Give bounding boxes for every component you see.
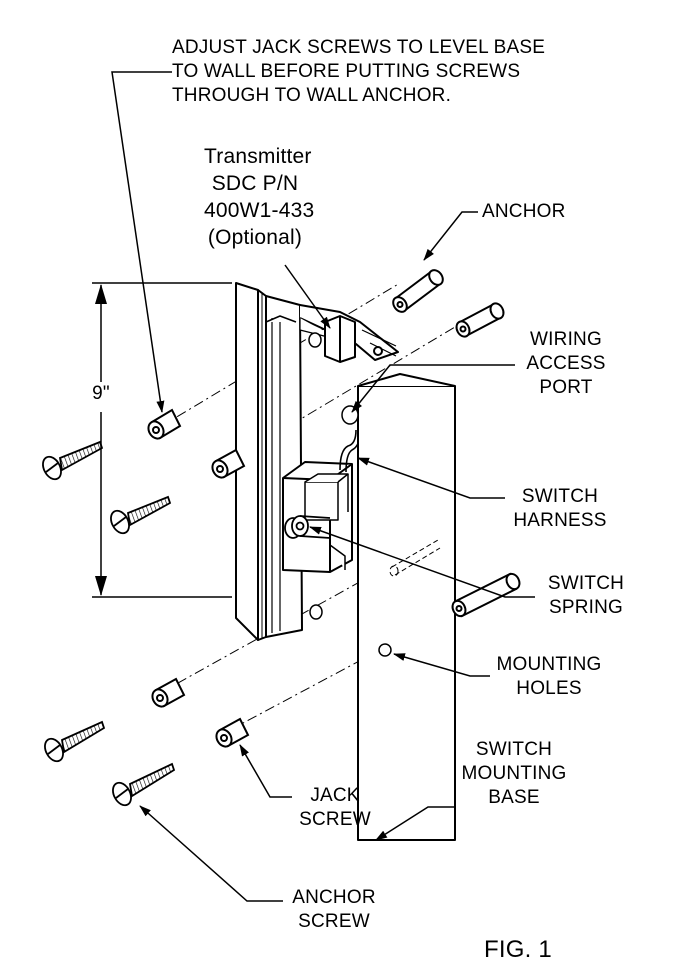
jack-screw-label: JACK SCREW — [299, 785, 371, 830]
figure-label: FIG. 1 — [484, 936, 552, 963]
transmitter-label: Transmitter SDC P/N 400W1-433 (Optional) — [204, 145, 315, 249]
mounting-holes-label: MOUNTING HOLES — [496, 654, 602, 699]
anchor-screw-1 — [39, 442, 102, 482]
extrusion-holes — [309, 333, 322, 619]
anchor-bottom — [450, 572, 522, 619]
dimension-label: 9" — [80, 382, 122, 406]
transmitter-box — [325, 316, 396, 362]
switch-spring-part — [285, 516, 330, 538]
anchor-screw-2 — [107, 497, 170, 536]
switch-mounting-base — [358, 374, 455, 840]
jack-screw-2 — [209, 450, 244, 480]
anchor-screw-3 — [41, 722, 104, 764]
anchor-top-2 — [454, 301, 506, 339]
jack-screw-1 — [145, 410, 180, 441]
switch-body — [283, 462, 352, 572]
wall-anchors — [390, 268, 522, 619]
anchor-screw-4 — [109, 764, 174, 808]
anchor-top-1 — [390, 268, 445, 315]
assembly-note: ADJUST JACK SCREWS TO LEVEL BASE TO WALL… — [172, 37, 546, 106]
leader-lines — [112, 72, 535, 901]
jack-screws — [145, 410, 248, 749]
wiring-access-port-label: WIRING ACCESS PORT — [526, 329, 606, 398]
switch-harness-label: SWITCH HARNESS — [513, 486, 607, 531]
anchor-screw-label: ANCHOR SCREW — [292, 887, 376, 932]
anchor-screws — [39, 442, 174, 808]
switch-spring-label: SWITCH SPRING — [547, 573, 625, 618]
switch-mounting-base-label: SWITCH MOUNTING BASE — [461, 739, 567, 808]
anchor-label: ANCHOR — [482, 201, 566, 222]
jack-screw-3 — [149, 679, 184, 709]
dimension-9in — [92, 283, 232, 597]
jack-screw-4 — [213, 719, 248, 749]
